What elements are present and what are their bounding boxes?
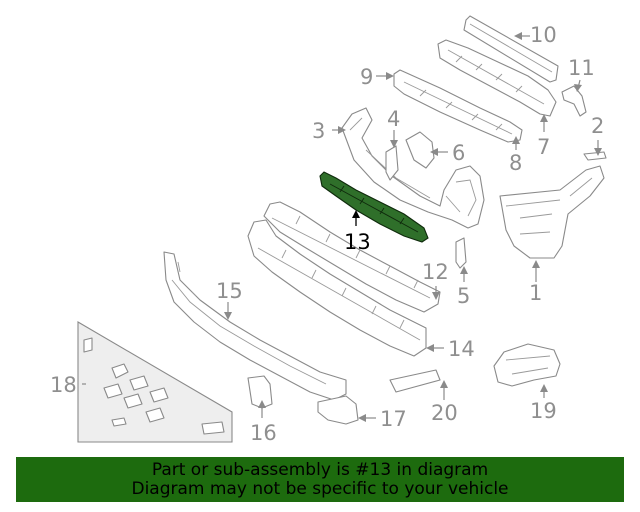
banner-line-2: Diagram may not be specific to your vehi…	[131, 479, 509, 499]
callout-8[interactable]: 8	[509, 151, 522, 175]
callout-6[interactable]: 6	[452, 141, 465, 165]
part-15[interactable]	[163, 251, 347, 401]
callout-2[interactable]: 2	[591, 114, 604, 138]
part-4[interactable]	[385, 145, 399, 181]
callout-18[interactable]: 18	[50, 373, 77, 397]
part-17[interactable]	[317, 395, 359, 425]
callout-19[interactable]: 19	[530, 399, 557, 423]
part-3[interactable]	[341, 107, 485, 229]
part-1[interactable]	[499, 165, 605, 259]
part-13[interactable]	[319, 171, 429, 243]
callout-1[interactable]: 1	[529, 281, 542, 305]
callout-16[interactable]: 16	[250, 421, 277, 445]
part-20[interactable]	[389, 369, 441, 393]
callout-14[interactable]: 14	[448, 337, 475, 361]
callout-10[interactable]: 10	[530, 23, 557, 47]
part-6[interactable]	[405, 131, 435, 169]
callout-13[interactable]: 13	[344, 230, 371, 254]
part-19[interactable]	[493, 343, 561, 387]
callout-17[interactable]: 17	[380, 407, 407, 431]
callout-7[interactable]: 7	[537, 135, 550, 159]
part-11[interactable]	[561, 85, 587, 117]
leader-lines	[82, 32, 602, 422]
callout-9[interactable]: 9	[360, 65, 373, 89]
banner-line-1: Part or sub-assembly is #13 in diagram	[151, 460, 489, 480]
part-10[interactable]	[463, 15, 559, 83]
callout-20[interactable]: 20	[431, 401, 458, 425]
callout-12[interactable]: 12	[422, 260, 449, 284]
callout-5[interactable]: 5	[457, 284, 470, 308]
callout-15[interactable]: 15	[216, 279, 243, 303]
part-5[interactable]	[455, 237, 467, 269]
part-8[interactable]	[393, 69, 523, 143]
part-7[interactable]	[437, 39, 557, 117]
info-banner: Part or sub-assembly is #13 in diagram D…	[16, 457, 624, 502]
part-14[interactable]	[247, 219, 427, 357]
callout-11[interactable]: 11	[568, 56, 595, 80]
callout-numbers: 1 2 3 4 5 6 7 8 9 10 11 12 13 14 15 16 1…	[50, 23, 604, 445]
part-2[interactable]	[583, 151, 607, 161]
part-18[interactable]	[77, 321, 233, 443]
part-16[interactable]	[247, 375, 273, 409]
callout-4[interactable]: 4	[387, 107, 400, 131]
callout-3[interactable]: 3	[312, 119, 325, 143]
